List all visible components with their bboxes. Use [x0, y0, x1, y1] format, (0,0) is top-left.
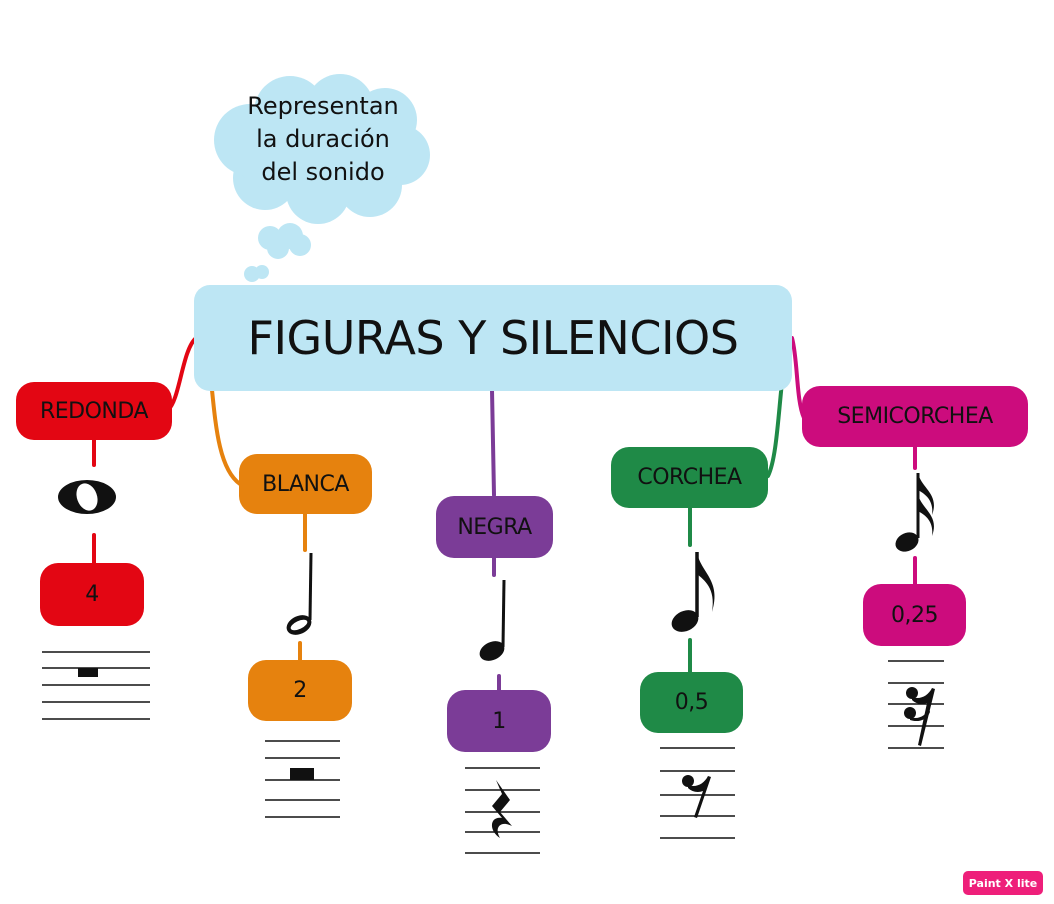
category-blanca: BLANCA	[239, 454, 372, 514]
connectors	[92, 336, 917, 692]
half-rest-icon	[290, 768, 314, 780]
sixteenth-rest-icon	[904, 687, 935, 746]
category-corchea: CORCHEA	[611, 447, 768, 508]
half-note-icon	[286, 552, 313, 635]
category-negra: NEGRA	[436, 496, 553, 558]
category-semicorchea: SEMICORCHEA	[802, 386, 1028, 447]
cloud-line-1: Representan	[247, 92, 399, 120]
connector-corchea	[766, 380, 784, 478]
value-corchea: 0,5	[640, 672, 743, 733]
connector-negra	[490, 388, 496, 497]
value-negra: 1	[447, 690, 551, 752]
value-blanca: 2	[248, 660, 352, 721]
half-rest-staff	[265, 740, 340, 818]
whole-rest-icon	[78, 668, 98, 677]
connector-semicorchea	[790, 336, 806, 420]
thought-cloud-text: Representan la duración del sonido	[228, 90, 418, 189]
quarter-note-icon	[479, 579, 506, 661]
category-redonda: REDONDA	[16, 382, 172, 440]
value-semicorchea: 0,25	[863, 584, 966, 646]
connector-blanca	[210, 388, 242, 486]
sixteenth-rest-staff	[888, 660, 944, 749]
thought-cloud	[214, 74, 430, 282]
eighth-rest-staff	[660, 747, 735, 839]
sixteenth-note-icon	[895, 473, 934, 552]
cloud-line-2: la duración	[256, 125, 390, 153]
eighth-rest-icon	[682, 775, 711, 818]
connector-redonda	[166, 336, 198, 412]
eighth-note-icon	[671, 552, 715, 632]
whole-note-icon	[58, 480, 116, 514]
quarter-rest-icon	[491, 780, 512, 838]
paint-x-lite-badge[interactable]: Paint X lite	[963, 871, 1043, 895]
cloud-line-3: del sonido	[261, 158, 385, 186]
value-redonda: 4	[40, 563, 144, 626]
main-title: FIGURAS Y SILENCIOS	[194, 285, 792, 391]
quarter-rest-staff	[465, 767, 540, 854]
whole-rest-staff	[42, 651, 150, 720]
